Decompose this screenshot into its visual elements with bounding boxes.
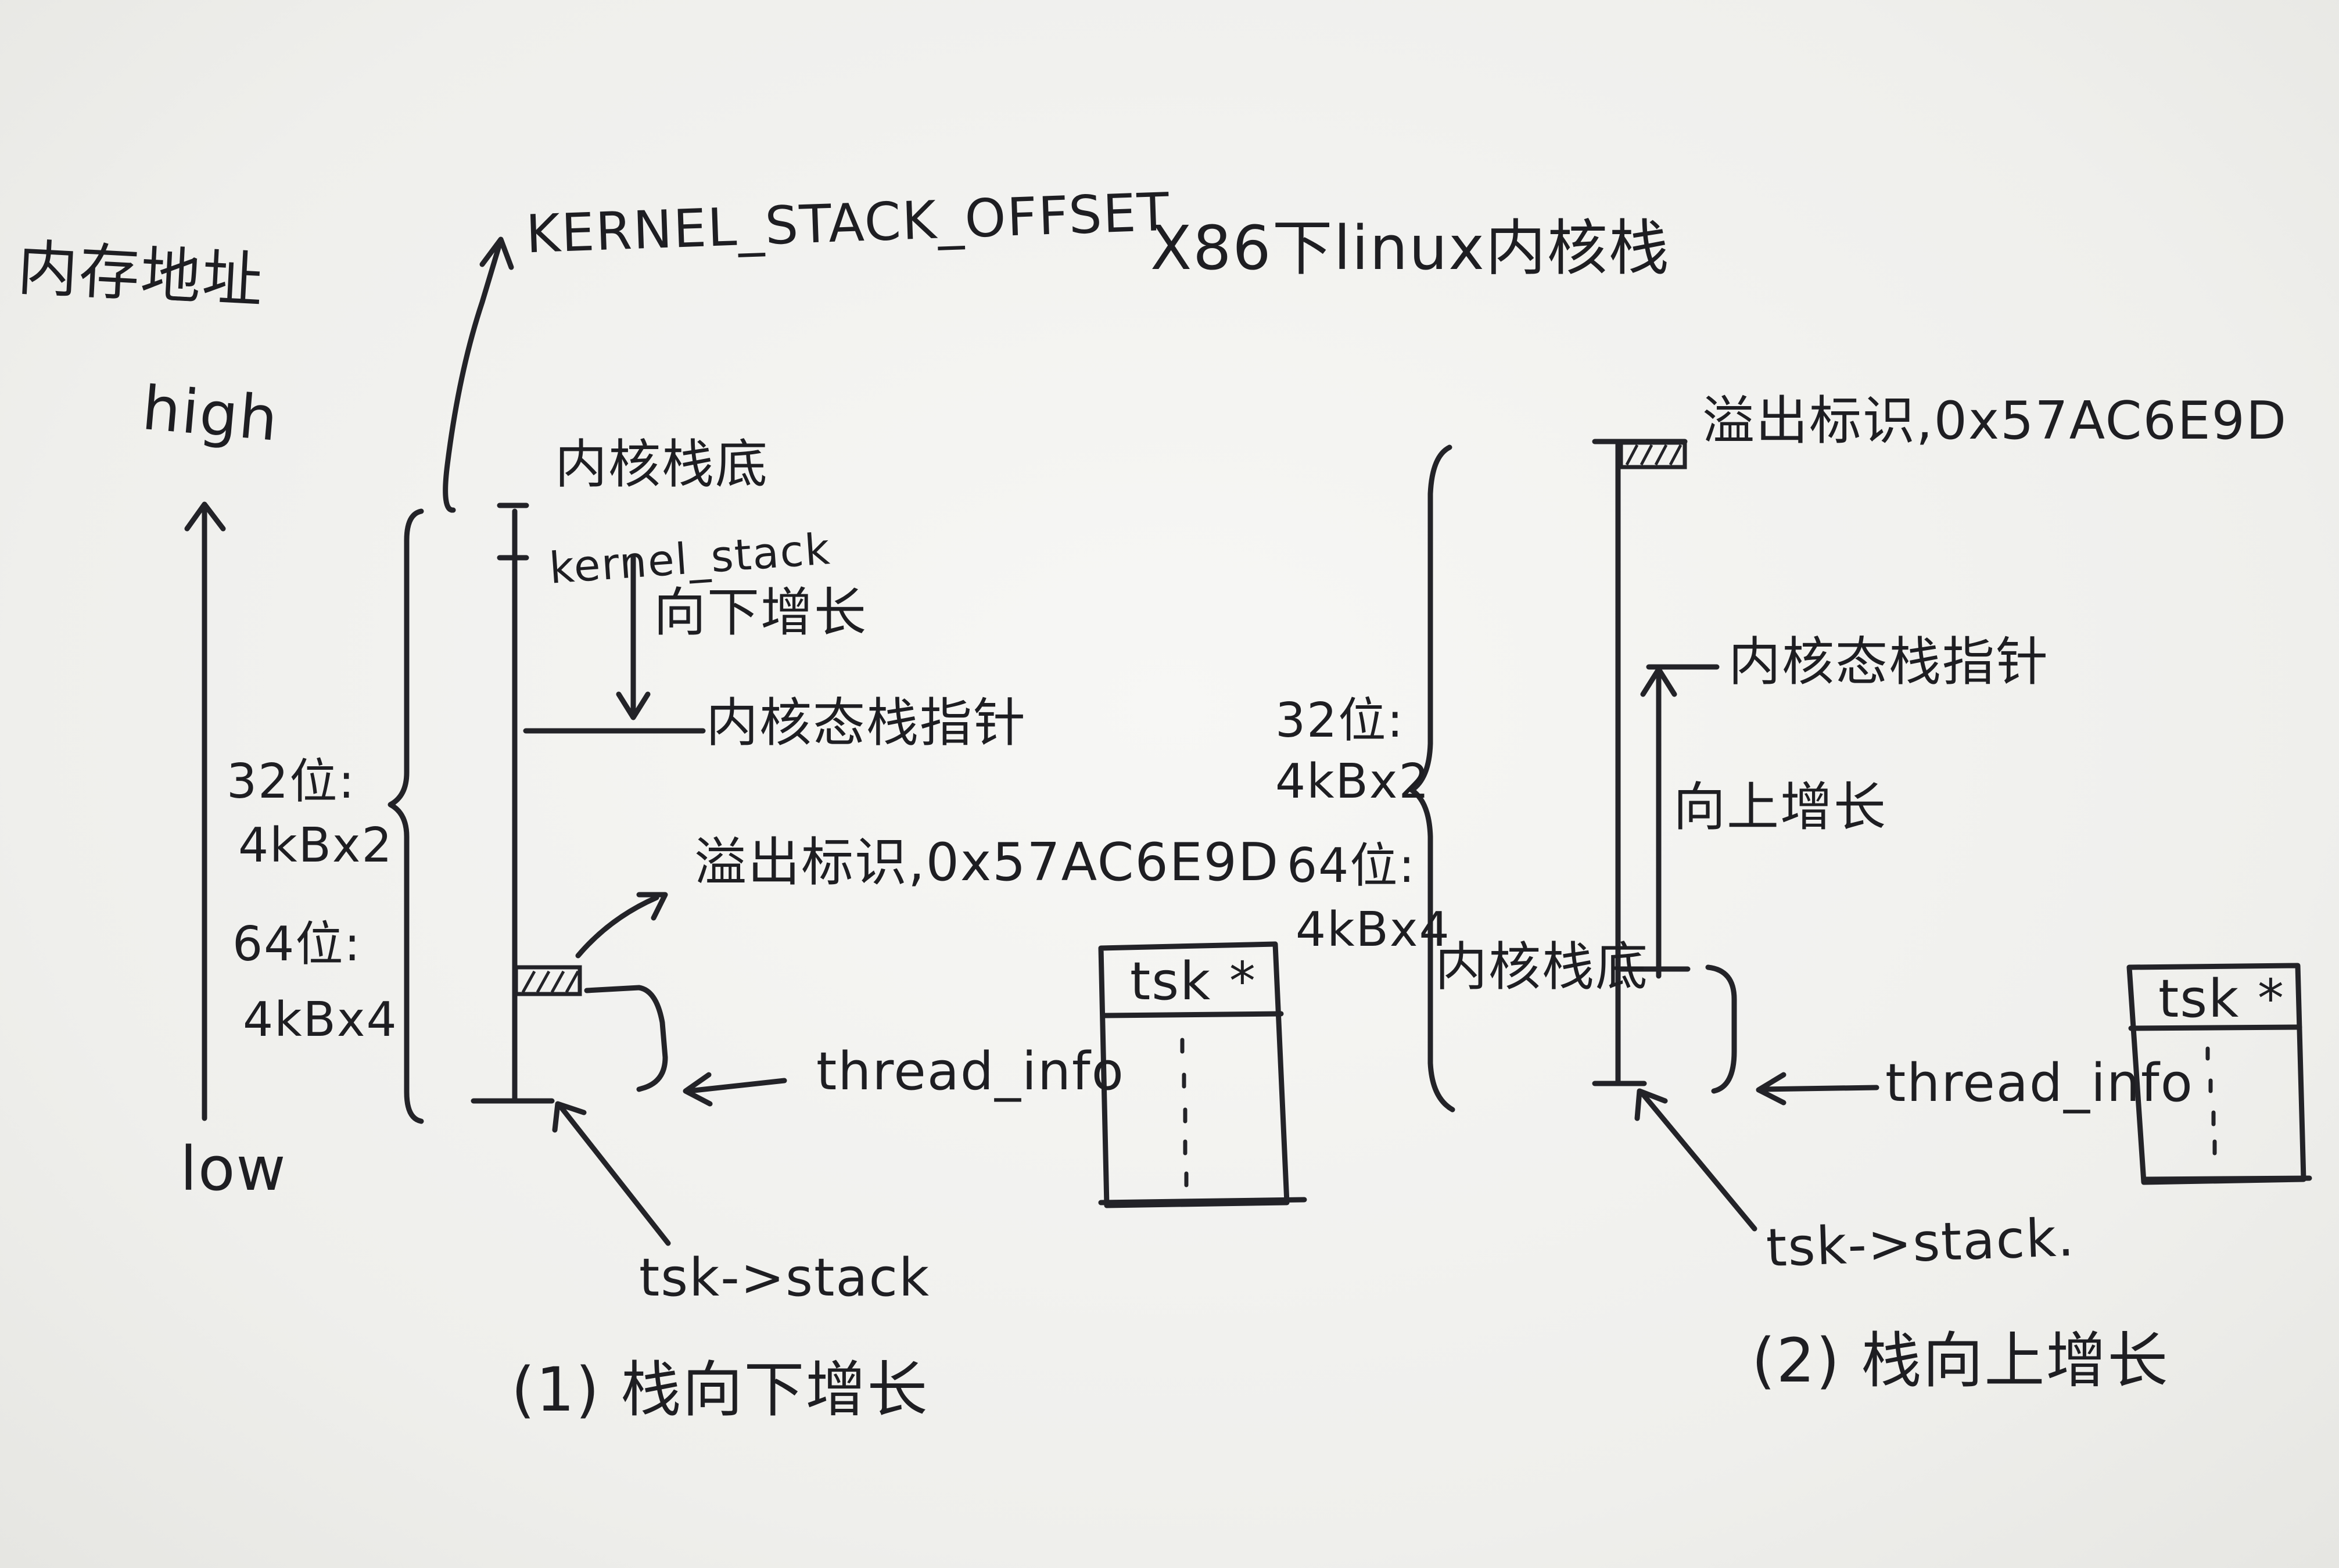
right-overflow-block bbox=[1619, 440, 1687, 469]
size-note-32bit-right: 32位: bbox=[1275, 693, 1404, 748]
memory-address-heading: 内存地址 bbox=[16, 232, 266, 317]
size-note-32bit-left: 32位: bbox=[227, 754, 356, 809]
left-overflow-block bbox=[514, 965, 582, 996]
offset-curve-arrow bbox=[443, 241, 503, 513]
size-note-64bit-size-left: 4kBx4 bbox=[243, 992, 398, 1047]
left-stack-pointer-label: 内核态栈指针 bbox=[706, 692, 1027, 753]
size-note-32bit-size-right: 4kBx2 bbox=[1275, 754, 1430, 809]
left-threadinfo-label: thread_info bbox=[816, 1041, 1125, 1102]
left-overflow-label: 溢出标识,0x57AC6E9D bbox=[694, 832, 1280, 893]
size-note-64bit-size-right: 4kBx4 bbox=[1296, 902, 1451, 957]
address-axis-arrowhead bbox=[184, 501, 226, 532]
diagram-title: X86下linux内核栈 bbox=[1150, 213, 1670, 284]
left-tsk-stack-label: tsk->stack bbox=[639, 1247, 931, 1308]
right-tsk-stack-label: tsk->stack. bbox=[1765, 1207, 2076, 1279]
size-note-64bit-right: 64位: bbox=[1287, 838, 1416, 894]
left-stack-bottom-label: 内核栈底 bbox=[555, 434, 769, 495]
right-threadinfo-label: thread_info bbox=[1885, 1053, 2194, 1114]
grow-down-arrowhead bbox=[616, 691, 651, 720]
left-overflow-pointer bbox=[575, 895, 659, 959]
right-grow-up-label: 向上增长 bbox=[1673, 777, 1887, 838]
left-tsk-arrow bbox=[558, 1104, 671, 1246]
left-threadinfo-arrow bbox=[686, 1078, 787, 1094]
size-note-32bit-size-left: 4kBx2 bbox=[238, 818, 393, 873]
size-note-64bit-left: 64位: bbox=[232, 917, 361, 972]
right-stack-bottom-label: 内核栈底 bbox=[1435, 937, 1649, 998]
left-task-box bbox=[1098, 941, 1290, 1208]
right-task-header: tsk * bbox=[2158, 968, 2285, 1029]
left-size-brace bbox=[388, 508, 424, 1124]
left-threadinfo-brace bbox=[584, 985, 668, 1092]
right-caption: (2) 栈向上增长 bbox=[1752, 1325, 2169, 1396]
axis-high-label: high bbox=[139, 372, 282, 455]
offset-arrowhead bbox=[479, 236, 514, 270]
left-task-header: tsk * bbox=[1130, 951, 1257, 1012]
right-size-brace bbox=[1409, 444, 1455, 1113]
right-stack-pointer-label: 内核态栈指针 bbox=[1728, 631, 2049, 692]
right-overflow-label: 溢出标识,0x57AC6E9D bbox=[1702, 390, 2288, 451]
right-threadinfo-arrow bbox=[1757, 1085, 1879, 1092]
right-threadinfo-brace bbox=[1705, 964, 1737, 1094]
left-caption: (1) 栈向下增长 bbox=[511, 1354, 929, 1425]
right-tsk-arrow bbox=[1638, 1089, 1757, 1232]
axis-low-label: low bbox=[180, 1133, 287, 1204]
left-grow-down-label: 向下增长 bbox=[654, 582, 867, 643]
